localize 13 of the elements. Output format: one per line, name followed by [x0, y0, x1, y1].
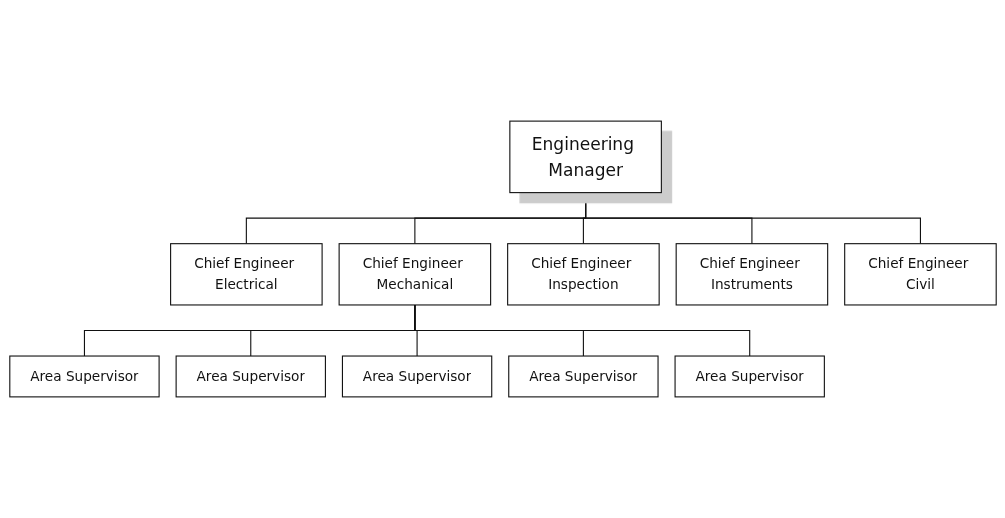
- node-box: Chief Engineer Electrical: [169, 243, 323, 306]
- node-box: Area Supervisor: [175, 355, 326, 398]
- node-box: Area Supervisor: [341, 355, 492, 398]
- node-box: Engineering Manager: [508, 120, 662, 194]
- connector: [413, 304, 750, 357]
- node-box: Area Supervisor: [507, 355, 659, 398]
- connector: [584, 192, 921, 245]
- node-box: Chief Engineer Mechanical: [338, 243, 491, 306]
- node-box: Area Supervisor: [8, 355, 160, 398]
- node-box: Chief Engineer Civil: [843, 243, 997, 306]
- node-box: Area Supervisor: [674, 355, 825, 398]
- node-box: Chief Engineer Instruments: [675, 243, 828, 306]
- node-box: Chief Engineer Inspection: [506, 243, 660, 306]
